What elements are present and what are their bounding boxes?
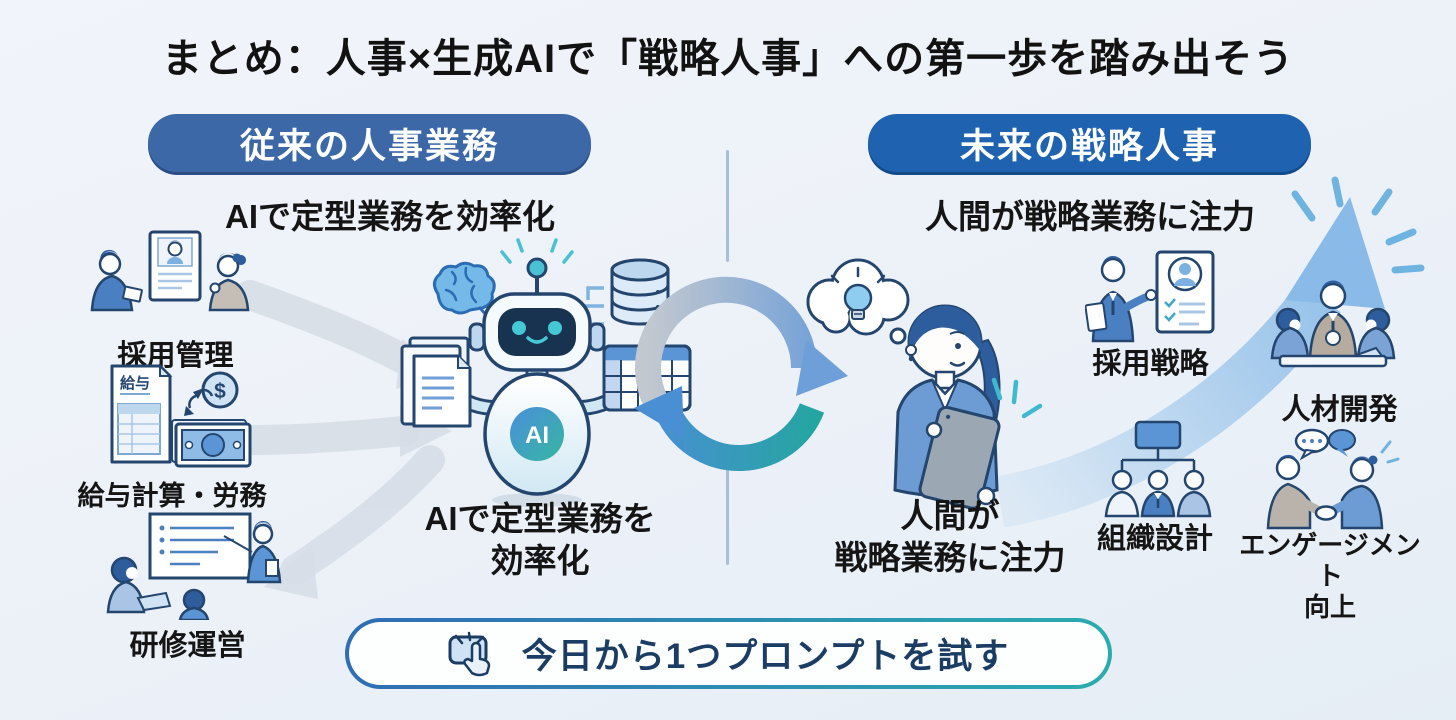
- item-label-recruit-strategy: 採用戦略: [1092, 348, 1209, 380]
- cta-label: 今日から1つプロンプトを試す: [521, 637, 1010, 676]
- center-divider-top: [726, 150, 729, 262]
- page-title: まとめ：人事×生成AIで「戦略人事」への第一歩を踏み出そう: [161, 37, 1295, 81]
- sparkle-icon: [1291, 176, 1425, 274]
- engagement-illustration: [1266, 428, 1400, 530]
- center-divider-bottom: [726, 468, 729, 565]
- documents-icon: [400, 336, 472, 428]
- talent-development-illustration: [1270, 280, 1396, 368]
- sparkle-icon: [500, 238, 574, 264]
- item-label-payroll: 給与計算・労務: [77, 481, 267, 511]
- item-label-training: 研修運営: [129, 630, 246, 662]
- sparkle-icon: [991, 377, 1043, 419]
- dollar-coin-symbol: $: [214, 380, 226, 403]
- lightbulb-icon: [830, 266, 886, 320]
- woman-caption: 人間が 戦略業務に注力: [834, 497, 1066, 576]
- item-label-org-design: 組織設計: [1096, 523, 1213, 555]
- left-subtitle: AIで定型業務を効率化: [225, 198, 555, 235]
- payroll-doc-label: 給与: [120, 374, 150, 392]
- training-illustration: [106, 512, 282, 620]
- database-icon: [610, 258, 670, 326]
- cycle-arrows-icon: [634, 276, 848, 471]
- interview-illustration: [90, 230, 250, 312]
- woman-with-tablet-illustration: [806, 258, 1043, 510]
- thought-bubble-icon: [806, 258, 918, 356]
- right-subtitle: 人間が戦略業務に注力: [925, 198, 1255, 235]
- converging-arrows-decoration: [230, 280, 452, 599]
- payroll-illustration: 給与 $: [110, 363, 252, 468]
- ai-badge: AI: [525, 422, 549, 449]
- left-section-header: 従来の人事業務: [148, 114, 591, 172]
- recruit-strategy-illustration: [1085, 250, 1215, 343]
- item-label-talent-development: 人材開発: [1281, 394, 1398, 426]
- cta-button-inner: 今日から1つプロンプトを試す: [349, 622, 1108, 685]
- robot-caption: AIで定型業務を 効率化: [424, 500, 656, 579]
- item-label-engagement: エンゲージメント 向上: [1239, 530, 1421, 623]
- right-section-header: 未来の戦略人事: [868, 114, 1311, 172]
- sparkle-icon: [1380, 440, 1400, 464]
- org-design-illustration: [1104, 420, 1212, 518]
- cta-button[interactable]: 今日から1つプロンプトを試す: [345, 618, 1112, 689]
- brain-icon: [433, 261, 496, 319]
- tap-icon: [448, 631, 491, 676]
